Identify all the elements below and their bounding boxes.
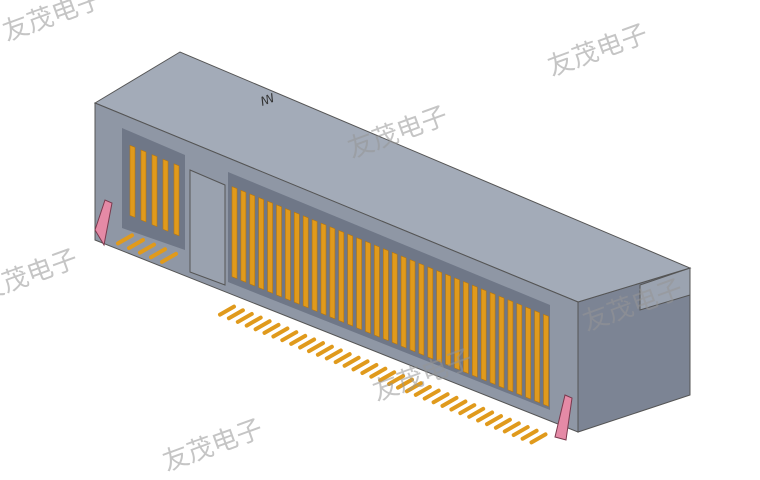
contact-pin bbox=[418, 262, 425, 356]
contact-tail bbox=[440, 395, 459, 408]
contact-tail bbox=[351, 359, 370, 372]
contact-pin bbox=[231, 186, 238, 280]
contact-tail bbox=[369, 366, 388, 379]
contact-tail bbox=[307, 341, 325, 354]
contact-tail bbox=[511, 425, 530, 438]
contact-tail bbox=[218, 304, 236, 317]
contact-tail bbox=[404, 381, 423, 394]
contact-tail bbox=[520, 428, 539, 441]
contact-pin bbox=[276, 204, 282, 298]
contact-tail bbox=[467, 406, 486, 419]
contact-pin bbox=[249, 193, 256, 287]
contact-tail bbox=[253, 319, 272, 332]
contact-tail bbox=[458, 403, 477, 416]
contact-pin bbox=[311, 219, 318, 312]
contact-pin bbox=[534, 310, 540, 404]
contact-tail bbox=[138, 242, 156, 255]
contact-pin bbox=[382, 248, 389, 342]
contact-tail bbox=[244, 315, 263, 328]
key-slot bbox=[189, 169, 226, 286]
contact-tail bbox=[422, 388, 441, 401]
contact-tail bbox=[529, 432, 548, 445]
contact-pin bbox=[436, 270, 443, 364]
contact-pin bbox=[329, 226, 336, 320]
contact-tail bbox=[280, 330, 299, 343]
contact-pin bbox=[293, 211, 300, 305]
contact-tail bbox=[387, 373, 406, 386]
contact-tail bbox=[324, 348, 343, 361]
contact-pin bbox=[454, 277, 460, 371]
contact-pin bbox=[507, 299, 514, 393]
contact-pin bbox=[471, 284, 478, 378]
latch-left bbox=[94, 199, 113, 247]
contact-tail bbox=[431, 392, 450, 405]
contact-pin bbox=[391, 251, 398, 345]
contact-tail bbox=[360, 363, 379, 376]
contact-tail bbox=[116, 233, 134, 246]
contact-tail bbox=[342, 355, 361, 368]
contact-pin bbox=[162, 158, 169, 232]
contact-tail bbox=[235, 311, 254, 324]
contact-pin bbox=[489, 292, 496, 385]
contact-pin bbox=[365, 240, 371, 334]
contact-tail bbox=[378, 370, 397, 383]
contact-tail bbox=[289, 333, 308, 346]
contact-pin bbox=[525, 306, 532, 400]
contact-tail bbox=[127, 237, 145, 250]
contact-pin bbox=[356, 237, 362, 331]
contact-tail bbox=[315, 344, 334, 357]
latch-right bbox=[554, 394, 573, 441]
contact-pin bbox=[516, 302, 523, 396]
contact-pin bbox=[267, 200, 273, 294]
contact-pin bbox=[320, 222, 327, 316]
contact-pin bbox=[400, 255, 407, 349]
contact-pin bbox=[498, 295, 505, 389]
contact-pin bbox=[543, 313, 549, 407]
contact-pin bbox=[258, 197, 265, 291]
contact-pin bbox=[338, 229, 345, 323]
contact-pin bbox=[409, 259, 416, 353]
contact-tail bbox=[262, 322, 281, 335]
logo-mark: ꟿ bbox=[258, 91, 276, 109]
contact-pin bbox=[374, 244, 380, 338]
contact-tail bbox=[226, 308, 245, 321]
contact-tail bbox=[493, 417, 512, 430]
contact-tail bbox=[396, 377, 414, 390]
contact-tail bbox=[149, 247, 167, 260]
contact-pin bbox=[140, 149, 147, 223]
contact-pin bbox=[285, 208, 291, 301]
contact-pin bbox=[427, 266, 434, 360]
contact-pin bbox=[129, 144, 136, 218]
contact-pin bbox=[173, 163, 180, 237]
contact-tail bbox=[333, 352, 352, 365]
contact-tail bbox=[271, 326, 290, 339]
contact-tail bbox=[449, 399, 468, 412]
contact-pin bbox=[480, 288, 487, 382]
contact-pin bbox=[240, 189, 247, 283]
contact-tail bbox=[298, 337, 317, 350]
contact-pin bbox=[445, 273, 451, 367]
contact-tail bbox=[476, 410, 495, 423]
contact-tail bbox=[413, 384, 432, 397]
contacts-group bbox=[116, 144, 549, 445]
contact-tail bbox=[502, 421, 521, 434]
contact-pin bbox=[302, 215, 309, 309]
contact-tail bbox=[160, 251, 178, 264]
housing-right-notch bbox=[639, 267, 691, 311]
contact-pin bbox=[151, 154, 158, 228]
contact-tail bbox=[485, 414, 503, 427]
contact-pin bbox=[347, 233, 354, 327]
contact-pin bbox=[463, 281, 469, 374]
